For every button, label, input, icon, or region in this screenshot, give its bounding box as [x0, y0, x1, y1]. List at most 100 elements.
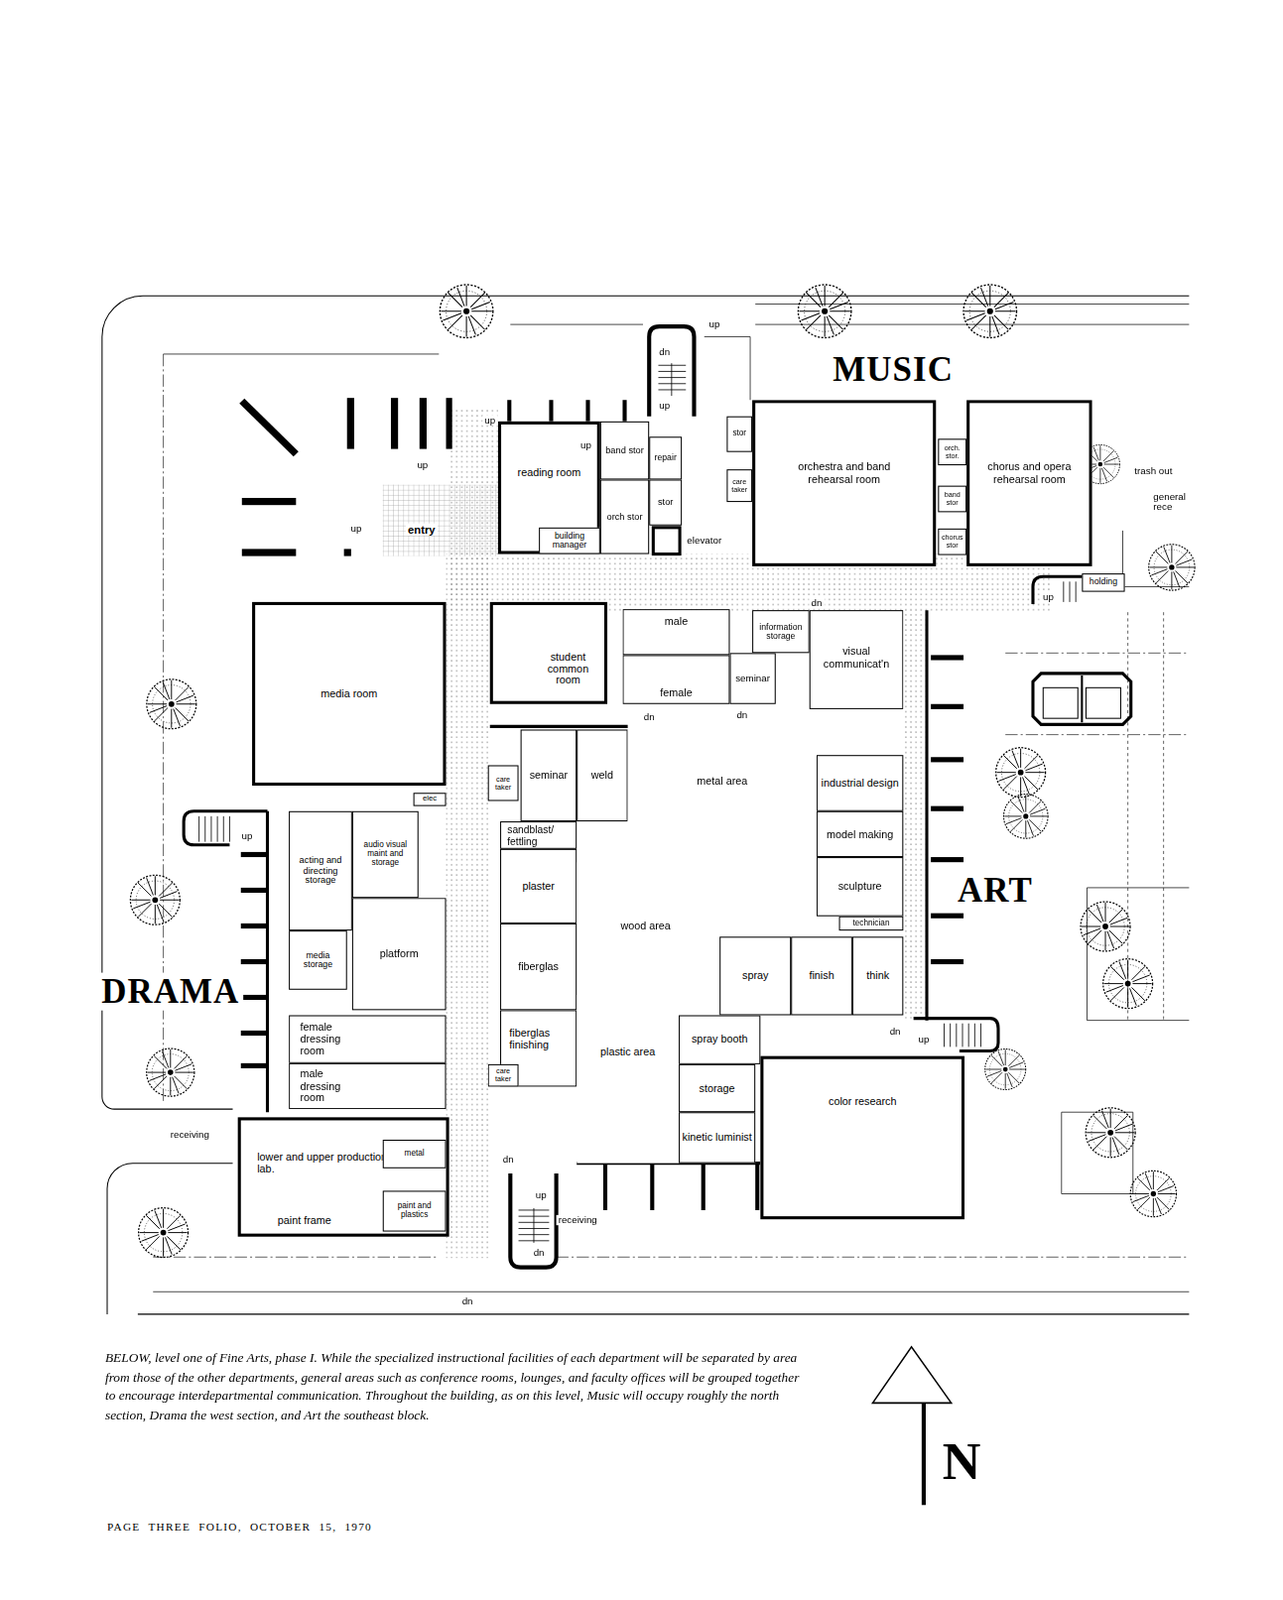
room-label: metal area — [696, 775, 748, 788]
room: plastic area — [576, 995, 679, 1164]
room: plaster — [500, 849, 577, 924]
room: kinetic luminist — [678, 1112, 756, 1163]
room: media storage — [288, 930, 348, 991]
room: model making — [816, 811, 903, 858]
stair-direction: dn — [501, 1154, 516, 1166]
room-label: color research — [828, 1096, 897, 1109]
room-label: plaster — [521, 880, 554, 893]
stair-direction: dn — [656, 347, 672, 359]
room-label: chorus stor — [938, 533, 966, 550]
room: orchestra and band rehearsal room — [752, 399, 936, 567]
room-label: wood area — [620, 920, 670, 933]
room: orch stor — [600, 479, 649, 554]
room: acting and directing storage — [288, 811, 353, 931]
room: technician — [839, 916, 904, 931]
walls-and-stairs — [183, 326, 1132, 1404]
room-label: weld — [591, 769, 614, 782]
room: chorus stor — [937, 528, 967, 556]
department-name: ART — [953, 871, 1037, 909]
room: seminar — [520, 729, 578, 822]
department-name: MUSIC — [828, 350, 958, 388]
stair-direction: up — [482, 414, 498, 426]
room-label: repair — [653, 453, 676, 464]
room-label: media storage — [291, 950, 344, 970]
room: platform — [352, 898, 447, 1011]
room: stor — [648, 479, 682, 525]
room: building manager — [538, 527, 601, 555]
room-label: model making — [826, 828, 894, 841]
room-label: chorus and opera rehearsal room — [973, 461, 1086, 486]
room-label: storage — [699, 1082, 736, 1095]
room: weld — [576, 729, 628, 822]
room: spray booth — [678, 1015, 761, 1064]
room: media room — [252, 602, 446, 786]
room-label: metal — [404, 1150, 425, 1159]
room-label: audio visual maint and storage — [355, 841, 416, 869]
room-label: stor — [657, 498, 673, 509]
room: male dressing room — [288, 1063, 446, 1110]
room-label: visual communicat'n — [812, 645, 900, 670]
room: student common room — [490, 602, 608, 705]
stair-direction: up — [239, 831, 255, 843]
room-label: sandblast/ fettling — [507, 824, 576, 848]
room-label: care taker — [489, 1067, 518, 1084]
stair-direction: dn — [734, 710, 750, 722]
room: holding — [1081, 573, 1125, 593]
room: think — [852, 936, 903, 1016]
room: female — [622, 654, 730, 704]
room: finish — [790, 936, 853, 1016]
room-label: acting and directing storage — [291, 856, 350, 888]
room-label: paint and plastics — [385, 1202, 444, 1221]
room: band stor — [600, 421, 649, 481]
room: metal area — [628, 729, 817, 863]
room-label: female — [659, 687, 692, 700]
stair-direction: dn — [460, 1296, 476, 1308]
room: male — [622, 609, 730, 655]
site-lines — [102, 295, 1190, 1315]
room-label: orch stor — [607, 512, 643, 522]
stair-direction: up — [656, 400, 672, 412]
room-label: stor — [732, 429, 747, 439]
room: industrial design — [816, 755, 903, 812]
room: color research — [760, 1056, 965, 1221]
room: paint and plastics — [383, 1190, 447, 1232]
room-label: media room — [320, 688, 378, 701]
room-label: female dressing room — [299, 1022, 364, 1058]
room-label: building manager — [540, 531, 599, 551]
room-label: paint frame — [277, 1216, 332, 1229]
room: visual communicat'n — [809, 610, 904, 710]
stair-direction: up — [348, 522, 364, 534]
stair-direction: up — [533, 1190, 549, 1202]
room-label: elec — [422, 795, 437, 804]
room-label: lower and upper production lab. — [256, 1151, 390, 1175]
room: seminar — [729, 652, 775, 704]
room: repair — [648, 436, 682, 480]
room-label: orch. stor. — [938, 444, 966, 461]
stair-direction: dn — [888, 1026, 903, 1038]
room-label: spray booth — [691, 1033, 748, 1046]
department-name: DRAMA — [97, 973, 244, 1012]
room-label: platform — [380, 948, 419, 961]
service-label: trash out — [1132, 466, 1174, 478]
room: elec — [413, 792, 447, 806]
room-label: fiberglas finishing — [509, 1027, 576, 1052]
page-footer: PAGE THREE FOLIO, OCTOBER 15, 1970 — [105, 1521, 375, 1534]
room: spray — [719, 936, 791, 1016]
stair-direction: up — [414, 460, 430, 472]
service-label: receiving — [556, 1215, 600, 1227]
room-label: male dressing room — [299, 1068, 364, 1105]
room: chorus and opera rehearsal room — [966, 399, 1093, 567]
room-label: band stor — [605, 445, 644, 456]
room: sandblast/ fettling — [500, 821, 577, 850]
room-label: male — [664, 615, 688, 628]
entry-label: entry — [405, 523, 438, 536]
stair-direction: up — [915, 1034, 931, 1046]
north-letter: N — [940, 1432, 984, 1492]
room-label: think — [866, 970, 890, 983]
room: lower and upper production lab. paint fra… — [238, 1117, 450, 1237]
room: sculpture — [816, 857, 903, 917]
room-label: sculpture — [838, 881, 883, 894]
room-label: care taker — [727, 478, 752, 495]
room: care taker — [488, 1064, 519, 1088]
stair-direction: dn — [641, 712, 657, 724]
